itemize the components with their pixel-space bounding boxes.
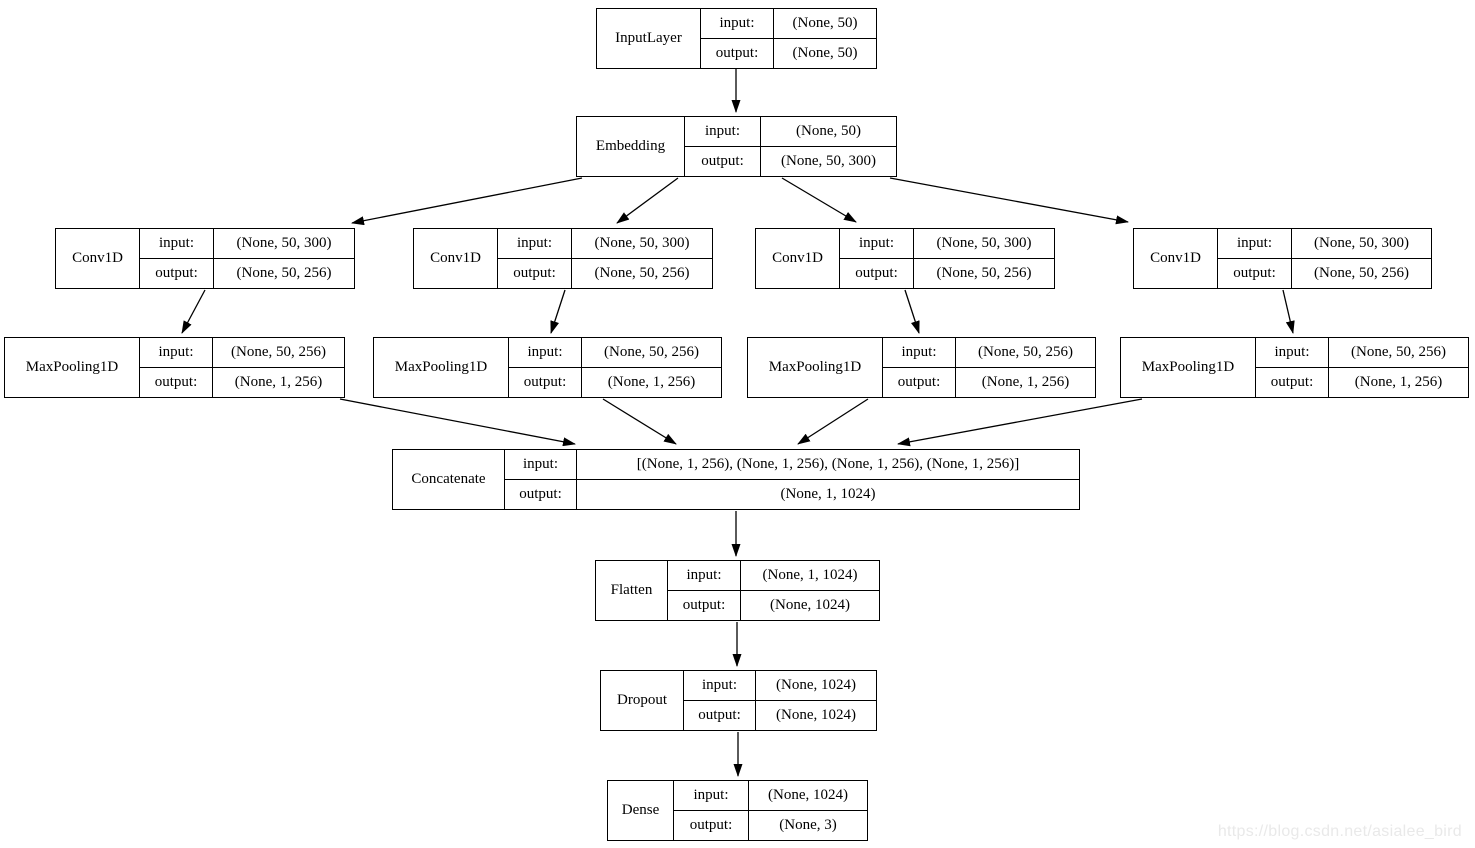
csdn-watermark: https://blog.csdn.net/asialee_bird (1217, 823, 1462, 840)
output-key: output: (140, 368, 213, 397)
input-shape: (None, 50) (792, 15, 858, 31)
edge-conv1d-3-maxpooling1d-3 (904, 289, 920, 334)
output-key: output: (668, 591, 741, 620)
input-shape: (None, 50, 256) (231, 344, 326, 360)
layer-node-dropout: Dropout input: (None, 1024) output: (Non… (600, 670, 877, 731)
input-key: input: (674, 781, 749, 810)
input-key: input: (140, 229, 214, 258)
layer-type-label: MaxPooling1D (748, 338, 883, 397)
output-shape: (None, 1024) (776, 707, 856, 723)
input-shape: (None, 1, 1024) (762, 567, 858, 583)
output-shape: (None, 1, 1024) (780, 486, 876, 502)
input-shape: (None, 1024) (776, 677, 856, 693)
input-shape: (None, 50) (796, 123, 861, 139)
layer-node-concatenate: Concatenate input: [(None, 1, 256), (Non… (392, 449, 1080, 510)
edge-embedding-conv1d-4 (889, 177, 1129, 225)
layer-node-conv1d-3: Conv1D input: (None, 50, 300) output: (N… (755, 228, 1055, 289)
input-key: input: (840, 229, 914, 258)
input-key: input: (684, 671, 756, 700)
input-key: input: (685, 117, 761, 146)
input-shape: (None, 50, 300) (936, 235, 1032, 251)
input-shape: [(None, 1, 256), (None, 1, 256), (None, … (636, 456, 1020, 472)
output-shape: (None, 50) (792, 45, 858, 61)
edge-embedding-conv1d-3 (781, 177, 857, 223)
input-key: input: (1218, 229, 1292, 258)
edge-conv1d-4-maxpooling1d-4 (1282, 289, 1295, 334)
edge-maxpooling1d-3-concatenate (797, 398, 869, 445)
edge-embedding-conv1d-1 (351, 177, 583, 226)
output-key: output: (701, 39, 774, 68)
output-key: output: (840, 259, 914, 288)
input-shape: (None, 50, 300) (236, 235, 332, 251)
input-key: input: (505, 450, 577, 479)
input-shape: (None, 50, 256) (978, 344, 1073, 360)
edge-embedding-conv1d-2 (616, 177, 679, 224)
layer-type-label: Dropout (601, 671, 684, 730)
output-key: output: (509, 368, 582, 397)
layer-node-dense: Dense input: (None, 1024) output: (None,… (607, 780, 868, 841)
output-shape: (None, 1, 256) (981, 374, 1070, 390)
edge-conv1d-1-maxpooling1d-1 (181, 289, 206, 334)
edge-maxpooling1d-1-concatenate (339, 398, 576, 447)
layer-node-conv1d-4: Conv1D input: (None, 50, 300) output: (N… (1133, 228, 1432, 289)
output-key: output: (685, 147, 761, 176)
input-key: input: (668, 561, 741, 590)
output-shape: (None, 1, 256) (234, 374, 323, 390)
output-shape: (None, 50, 256) (236, 265, 332, 281)
layer-node-conv1d-1: Conv1D input: (None, 50, 300) output: (N… (55, 228, 355, 289)
layer-type-label: Embedding (577, 117, 685, 176)
layer-type-label: Dense (608, 781, 674, 840)
output-shape: (None, 1, 256) (1354, 374, 1443, 390)
layer-node-maxpooling1d-1: MaxPooling1D input: (None, 50, 256) outp… (4, 337, 345, 398)
layer-type-label: Conv1D (1134, 229, 1218, 288)
output-shape: (None, 1, 256) (607, 374, 696, 390)
edge-maxpooling1d-2-concatenate (602, 398, 677, 445)
layer-node-embedding: Embedding input: (None, 50) output: (Non… (576, 116, 897, 177)
output-key: output: (1218, 259, 1292, 288)
layer-node-maxpooling1d-2: MaxPooling1D input: (None, 50, 256) outp… (373, 337, 722, 398)
input-key: input: (883, 338, 956, 367)
layer-node-maxpooling1d-4: MaxPooling1D input: (None, 50, 256) outp… (1120, 337, 1469, 398)
output-shape: (None, 50, 256) (594, 265, 690, 281)
output-shape: (None, 50, 256) (1314, 265, 1409, 281)
input-key: input: (140, 338, 213, 367)
layer-type-label: MaxPooling1D (1121, 338, 1256, 397)
input-key: input: (509, 338, 582, 367)
input-shape: (None, 50, 256) (604, 344, 699, 360)
output-shape: (None, 50, 256) (936, 265, 1032, 281)
output-shape: (None, 3) (779, 817, 837, 833)
edge-conv1d-2-maxpooling1d-2 (550, 289, 566, 334)
input-shape: (None, 50, 300) (594, 235, 690, 251)
output-key: output: (1256, 368, 1329, 397)
layer-type-label: MaxPooling1D (374, 338, 509, 397)
layer-node-flatten: Flatten input: (None, 1, 1024) output: (… (595, 560, 880, 621)
output-shape: (None, 50, 300) (781, 153, 876, 169)
layer-type-label: Conv1D (414, 229, 498, 288)
input-key: input: (701, 9, 774, 38)
layer-node-inputlayer: InputLayer input: (None, 50) output: (No… (596, 8, 877, 69)
layer-type-label: Conv1D (756, 229, 840, 288)
edge-maxpooling1d-4-concatenate (897, 398, 1143, 447)
output-key: output: (674, 811, 749, 840)
layer-node-conv1d-2: Conv1D input: (None, 50, 300) output: (N… (413, 228, 713, 289)
layer-node-maxpooling1d-3: MaxPooling1D input: (None, 50, 256) outp… (747, 337, 1096, 398)
layer-type-label: Conv1D (56, 229, 140, 288)
output-key: output: (140, 259, 214, 288)
output-key: output: (498, 259, 572, 288)
input-shape: (None, 1024) (768, 787, 848, 803)
layer-type-label: MaxPooling1D (5, 338, 140, 397)
input-shape: (None, 50, 256) (1351, 344, 1446, 360)
input-key: input: (498, 229, 572, 258)
layer-type-label: Concatenate (393, 450, 505, 509)
layer-type-label: InputLayer (597, 9, 701, 68)
output-key: output: (505, 480, 577, 509)
input-shape: (None, 50, 300) (1314, 235, 1409, 251)
input-key: input: (1256, 338, 1329, 367)
output-key: output: (883, 368, 956, 397)
output-key: output: (684, 701, 756, 730)
layer-type-label: Flatten (596, 561, 668, 620)
output-shape: (None, 1024) (770, 597, 850, 613)
